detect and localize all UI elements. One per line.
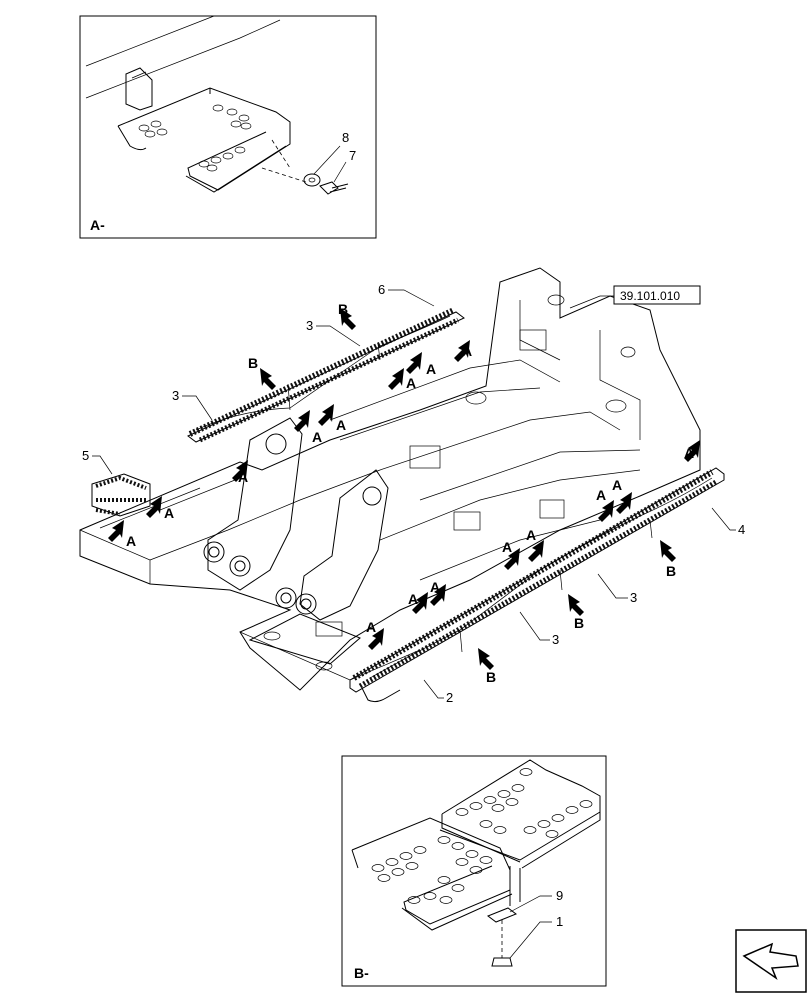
callout-2: 2 bbox=[446, 690, 453, 705]
direction-arrow-labels: B B A A A A A A A A A A A A A A A A B B … bbox=[126, 301, 694, 685]
detail-a-plate-holes bbox=[138, 104, 252, 172]
detail-b-label: B- bbox=[354, 965, 369, 981]
detail-a-label: A- bbox=[90, 217, 105, 233]
bolt-icon bbox=[319, 181, 349, 195]
arrow-icon bbox=[660, 540, 676, 562]
arrow-letter-label: A bbox=[612, 477, 622, 493]
arrow-icon bbox=[294, 410, 310, 432]
arrow-letter-label: A bbox=[596, 487, 606, 503]
arrow-letter-label: A bbox=[426, 361, 436, 377]
arrow-letter-label: B bbox=[338, 301, 348, 317]
reference-box[interactable]: 39.101.010 bbox=[569, 285, 701, 309]
arrow-letter-label: A bbox=[126, 533, 136, 549]
arrow-letter-label: A bbox=[462, 343, 472, 359]
bolt-icon bbox=[491, 957, 513, 967]
arrow-icon bbox=[454, 340, 470, 362]
direction-arrows bbox=[108, 308, 700, 670]
arrow-letter-label: A bbox=[312, 429, 322, 445]
arrow-icon bbox=[232, 460, 248, 482]
callout-1: 1 bbox=[556, 914, 563, 929]
washer-icon bbox=[303, 173, 321, 187]
arrow-icon bbox=[260, 368, 276, 390]
arrow-letter-label: B bbox=[486, 669, 496, 685]
arrow-icon bbox=[430, 584, 446, 606]
detail-b-panel: 9 1 B- bbox=[341, 755, 607, 987]
arrow-letter-label: A bbox=[164, 505, 174, 521]
callout-3: 3 bbox=[630, 590, 637, 605]
arrow-icon bbox=[406, 352, 422, 374]
svg-text:39.101.010: 39.101.010 bbox=[620, 289, 680, 303]
arrow-icon bbox=[504, 548, 520, 570]
arrow-icon bbox=[318, 404, 334, 426]
arrow-letter-label: A bbox=[526, 527, 536, 543]
next-page-arrow-icon[interactable] bbox=[735, 929, 807, 993]
main-callouts: 6 3 3 5 4 3 3 2 bbox=[82, 282, 745, 705]
arrow-letter-label: B bbox=[574, 615, 584, 631]
callout-6: 6 bbox=[378, 282, 385, 297]
arrow-letter-label: A bbox=[684, 445, 694, 461]
arrow-icon bbox=[340, 308, 356, 330]
arrow-icon bbox=[568, 594, 584, 616]
main-assembly: B B A A A A A A A A A A A A A A A A B B … bbox=[79, 267, 745, 705]
callout-3: 3 bbox=[172, 388, 179, 403]
callout-4: 4 bbox=[738, 522, 745, 537]
arrow-letter-label: A bbox=[430, 579, 440, 595]
arrow-icon bbox=[146, 496, 162, 518]
callout-3: 3 bbox=[552, 632, 559, 647]
callout-5: 5 bbox=[82, 448, 89, 463]
arrow-letter-label: A bbox=[406, 375, 416, 391]
callout-3: 3 bbox=[306, 318, 313, 333]
callout-8: 8 bbox=[342, 130, 349, 145]
callout-7: 7 bbox=[349, 148, 356, 163]
arrow-letter-label: A bbox=[366, 619, 376, 635]
arrow-letter-label: A bbox=[502, 539, 512, 555]
arrow-icon bbox=[478, 648, 494, 670]
arrow-letter-label: B bbox=[666, 563, 676, 579]
arrow-icon bbox=[528, 540, 544, 562]
arrow-icon bbox=[368, 628, 384, 650]
step-plate-5 bbox=[91, 473, 151, 517]
arrow-letter-label: A bbox=[336, 417, 346, 433]
arrow-letter-label: A bbox=[238, 469, 248, 485]
arrow-icon bbox=[412, 592, 428, 614]
arrow-icon bbox=[616, 492, 632, 514]
arrow-icon bbox=[598, 500, 614, 522]
arrow-letter-label: B bbox=[248, 355, 258, 371]
detail-b-plate-holes bbox=[371, 768, 593, 904]
callout-9: 9 bbox=[556, 888, 563, 903]
arrow-icon bbox=[684, 440, 700, 462]
step-plate-2-3-3-4 bbox=[349, 467, 725, 703]
step-plate-6-3 bbox=[187, 307, 465, 443]
arrow-letter-label: A bbox=[408, 591, 418, 607]
arrow-icon bbox=[388, 368, 404, 390]
detail-a-panel: 8 7 A- bbox=[79, 15, 377, 239]
arrow-icon bbox=[108, 520, 124, 542]
